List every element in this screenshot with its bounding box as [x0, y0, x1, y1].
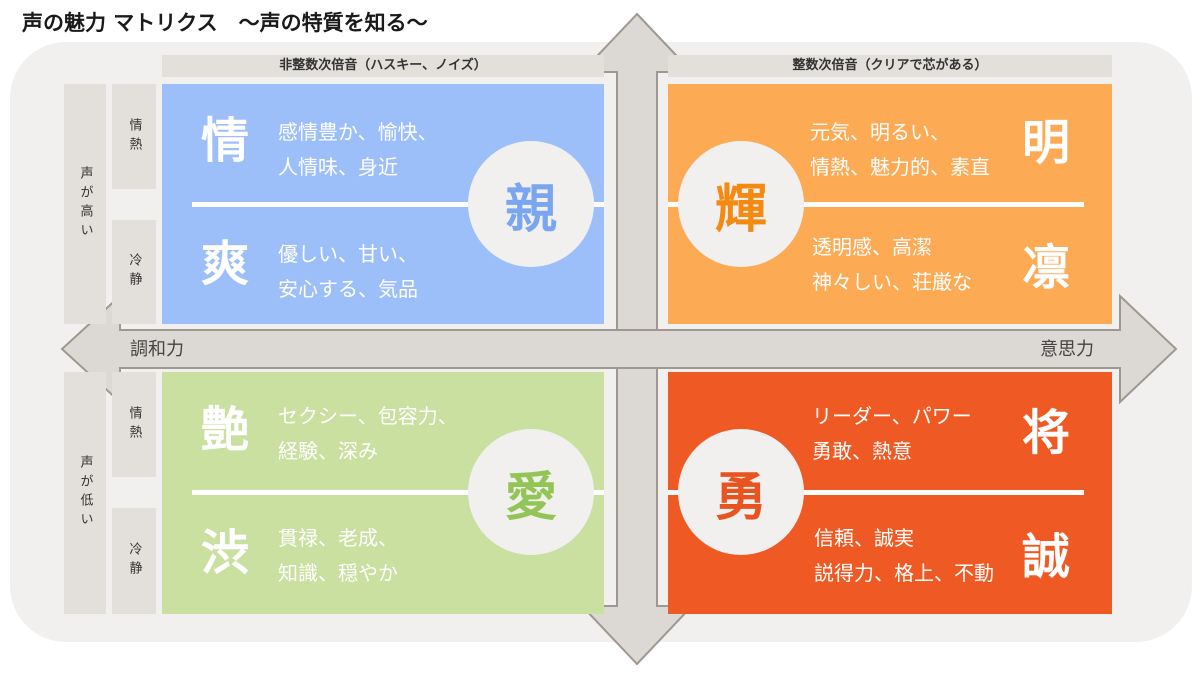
quadrant-top-left-divider [192, 202, 604, 207]
center-circle-shin: 親 [468, 141, 594, 267]
kanji-rin: 凛 [1021, 240, 1070, 296]
kanji-en: 艶 [200, 402, 249, 458]
desc-juu-line2: 知識、穏やか [278, 561, 398, 585]
center-circle-ki: 輝 [678, 141, 804, 267]
desc-jou-line2: 人情味、身近 [278, 155, 398, 179]
row-label-low-voice: 声が低い [64, 372, 106, 614]
header-non-integer-harmonics: 非整数次倍音（ハスキー、ノイズ） [162, 55, 604, 77]
desc-rin-line2: 神々しい、荘厳な [812, 270, 972, 294]
row-label-low-voice-text: 声が低い [77, 455, 93, 531]
sublabel-calm-bottom: 冷静 [112, 508, 156, 614]
desc-jou-line1: 感情豊か、愉快、 [278, 120, 438, 144]
center-circle-ai: 愛 [468, 429, 594, 555]
page-title: 声の魅力 マトリクス ～声の特質を知る～ [22, 11, 428, 35]
desc-sei-line2: 説得力、格上、不動 [814, 561, 994, 585]
quadrant-bottom-left-divider [192, 490, 604, 495]
desc-en-line1: セクシー、包容力、 [278, 404, 458, 428]
desc-mei-line1: 元気、明るい、 [810, 120, 950, 144]
desc-sei-line1: 信頼、誠実 [814, 526, 914, 550]
desc-shou-line2: 勇敢、熱意 [812, 439, 912, 463]
desc-mei-line2: 情熱、魅力的、素直 [810, 155, 990, 179]
desc-rin: 透明感、高潔 神々しい、荘厳な [812, 230, 972, 300]
desc-shou-line1: リーダー、パワー [812, 404, 972, 428]
kanji-sei: 誠 [1021, 529, 1070, 585]
row-label-high-voice: 声が高い [64, 84, 106, 324]
desc-sou-line1: 優しい、甘い、 [278, 242, 418, 266]
sublabel-passion-bottom-text: 情熱 [126, 405, 142, 444]
desc-rin-line1: 透明感、高潔 [812, 235, 932, 259]
desc-mei: 元気、明るい、 情熱、魅力的、素直 [810, 115, 990, 185]
row-label-high-voice-text: 声が高い [77, 166, 93, 242]
desc-sou-line2: 安心する、気品 [278, 277, 418, 301]
sublabel-passion-bottom: 情熱 [112, 372, 156, 477]
center-circle-yuu: 勇 [678, 429, 804, 555]
sublabel-calm-top-text: 冷静 [126, 253, 142, 291]
quadrant-top-right-divider [668, 202, 1084, 207]
desc-en: セクシー、包容力、 経験、深み [278, 399, 458, 469]
kanji-juu: 渋 [200, 525, 249, 581]
sublabel-calm-top: 冷静 [112, 220, 156, 324]
axis-label-willpower: 意思力 [1040, 339, 1094, 360]
sublabel-passion-top: 情熱 [112, 84, 156, 189]
axis-label-harmony: 調和力 [130, 339, 184, 360]
quadrant-bottom-right-divider [668, 490, 1084, 495]
desc-sei: 信頼、誠実 説得力、格上、不動 [814, 521, 994, 591]
sublabel-calm-bottom-text: 冷静 [126, 542, 142, 580]
desc-shou: リーダー、パワー 勇敢、熱意 [812, 399, 972, 469]
desc-juu-line1: 貫禄、老成、 [278, 526, 398, 550]
kanji-sou: 爽 [200, 236, 249, 292]
desc-en-line2: 経験、深み [278, 439, 378, 463]
kanji-mei: 明 [1021, 115, 1070, 171]
sublabel-passion-top-text: 情熱 [126, 117, 142, 156]
header-integer-harmonics: 整数次倍音（クリアで芯がある） [668, 55, 1112, 77]
kanji-jou: 情 [200, 113, 249, 169]
desc-juu: 貫禄、老成、 知識、穏やか [278, 521, 398, 591]
desc-sou: 優しい、甘い、 安心する、気品 [278, 237, 418, 307]
desc-jou: 感情豊か、愉快、 人情味、身近 [278, 115, 438, 185]
kanji-shou: 将 [1021, 405, 1070, 461]
